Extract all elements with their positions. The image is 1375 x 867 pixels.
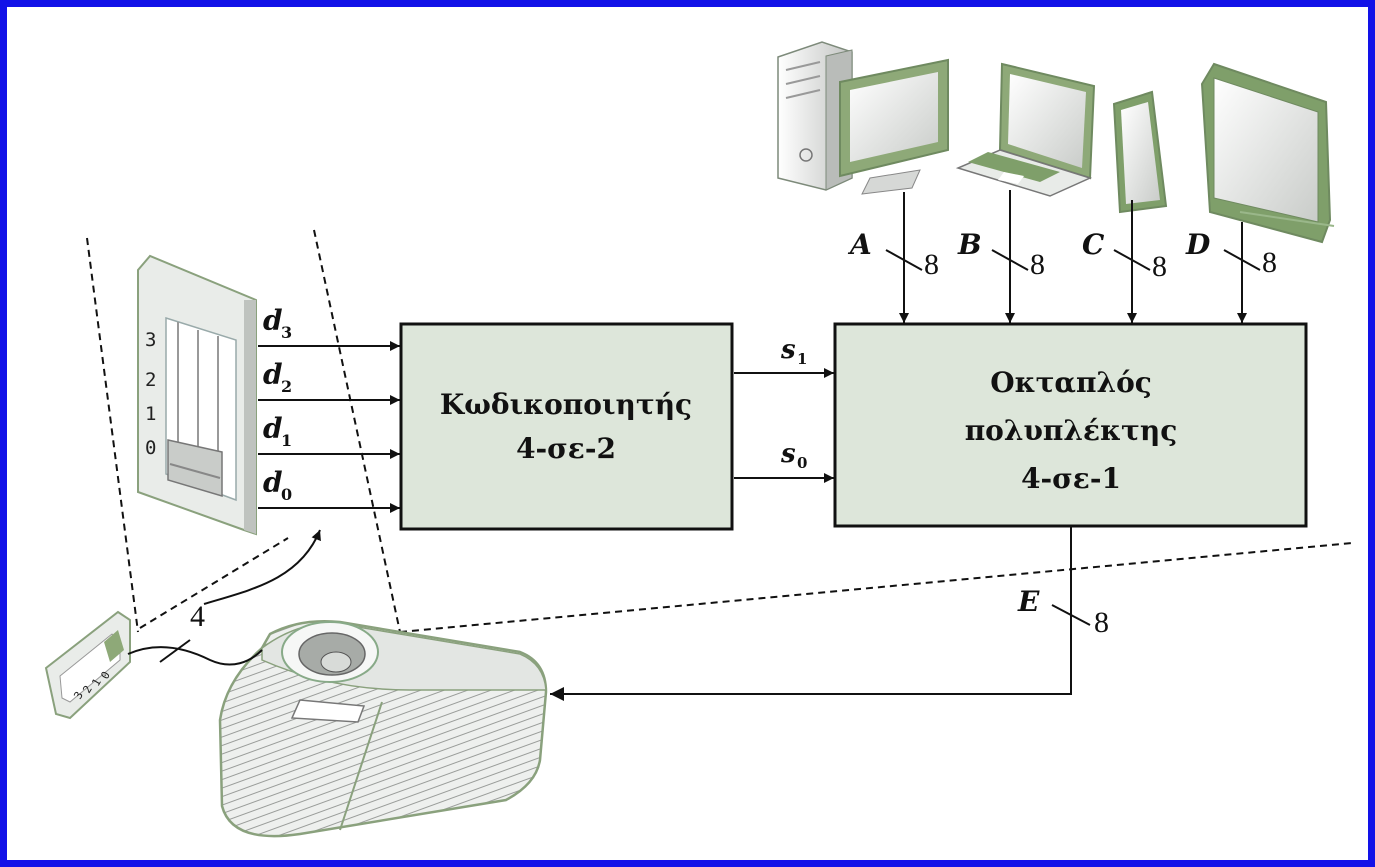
s1-subscript: 1 xyxy=(797,350,807,368)
tablet-icon xyxy=(1112,90,1168,214)
switch-number-2: 2 xyxy=(145,369,156,391)
bus-c-label: C xyxy=(1082,228,1105,261)
mux-title: Οκταπλός xyxy=(990,366,1152,399)
s0-subscript: 0 xyxy=(797,454,807,472)
remote-bus-slash xyxy=(159,639,191,663)
desktop-computer-icon xyxy=(777,41,949,195)
mux-diagram: 3 2 1 0 3 2 1 0 d 3 d 2 d 1 d 0 Κωδι xyxy=(44,41,1353,838)
bus-b-width: 8 xyxy=(1030,248,1045,281)
dashed-middle-line xyxy=(313,229,401,633)
d0-subscript: 0 xyxy=(281,485,292,504)
remote-bus-width: 4 xyxy=(190,600,205,633)
remote-link xyxy=(127,529,321,666)
data-lines xyxy=(258,341,400,513)
switch-number-3: 3 xyxy=(145,329,156,351)
d2-subscript: 2 xyxy=(281,377,292,396)
bus-d-slash xyxy=(1223,249,1261,271)
ir-signal-arrow xyxy=(203,529,321,605)
switch-number-0: 0 xyxy=(145,437,156,459)
bus-c-slash xyxy=(1113,249,1151,271)
mux-block: Οκταπλός πολυπλέκτης 4-σε-1 xyxy=(833,322,1308,528)
d0-label: d xyxy=(263,466,283,499)
bus-d-width: 8 xyxy=(1262,246,1277,279)
mux-subtitle: πολυπλέκτης xyxy=(965,414,1178,447)
bus-a-width: 8 xyxy=(924,248,939,281)
output-bus xyxy=(550,527,1091,701)
remote-control-icon: 3 2 1 0 xyxy=(44,610,131,720)
bus-a-label: A xyxy=(847,228,872,261)
switch-number-1: 1 xyxy=(145,403,156,425)
s0-label: s xyxy=(780,439,796,469)
encoder-title: Κωδικοποιητής xyxy=(440,388,692,421)
dashed-remote-line xyxy=(139,537,289,629)
d1-label: d xyxy=(263,412,283,445)
remote-cable xyxy=(127,646,263,666)
d3-label: d xyxy=(263,304,283,337)
d3-subscript: 3 xyxy=(281,323,292,342)
d2-label: d xyxy=(263,358,283,391)
select-lines xyxy=(734,368,834,483)
dashed-bottom-line xyxy=(399,542,1353,633)
bus-c-width: 8 xyxy=(1152,250,1167,283)
input-buses xyxy=(885,190,1261,323)
d1-subscript: 1 xyxy=(281,431,292,450)
s1-label: s xyxy=(780,335,796,365)
bus-b-slash xyxy=(991,249,1029,271)
monitor-icon xyxy=(1200,62,1335,244)
encoder-subtitle: 4-σε-2 xyxy=(516,432,616,465)
bus-d-label: D xyxy=(1185,228,1211,261)
bus-e-wire xyxy=(550,527,1072,701)
bus-e-label: E xyxy=(1017,585,1040,618)
projector-icon xyxy=(218,619,548,838)
dashed-left-line xyxy=(86,237,139,633)
bus-e-slash xyxy=(1051,604,1091,626)
laptop-icon xyxy=(955,62,1096,197)
wall-switch-icon: 3 2 1 0 xyxy=(137,254,257,536)
bus-e-width: 8 xyxy=(1094,606,1109,639)
mux-type: 4-σε-1 xyxy=(1021,462,1121,495)
bus-a-slash xyxy=(885,249,923,271)
bus-b-label: B xyxy=(957,228,982,261)
dashed-separators xyxy=(86,229,1353,633)
encoder-block: Κωδικοποιητής 4-σε-2 xyxy=(399,322,734,531)
